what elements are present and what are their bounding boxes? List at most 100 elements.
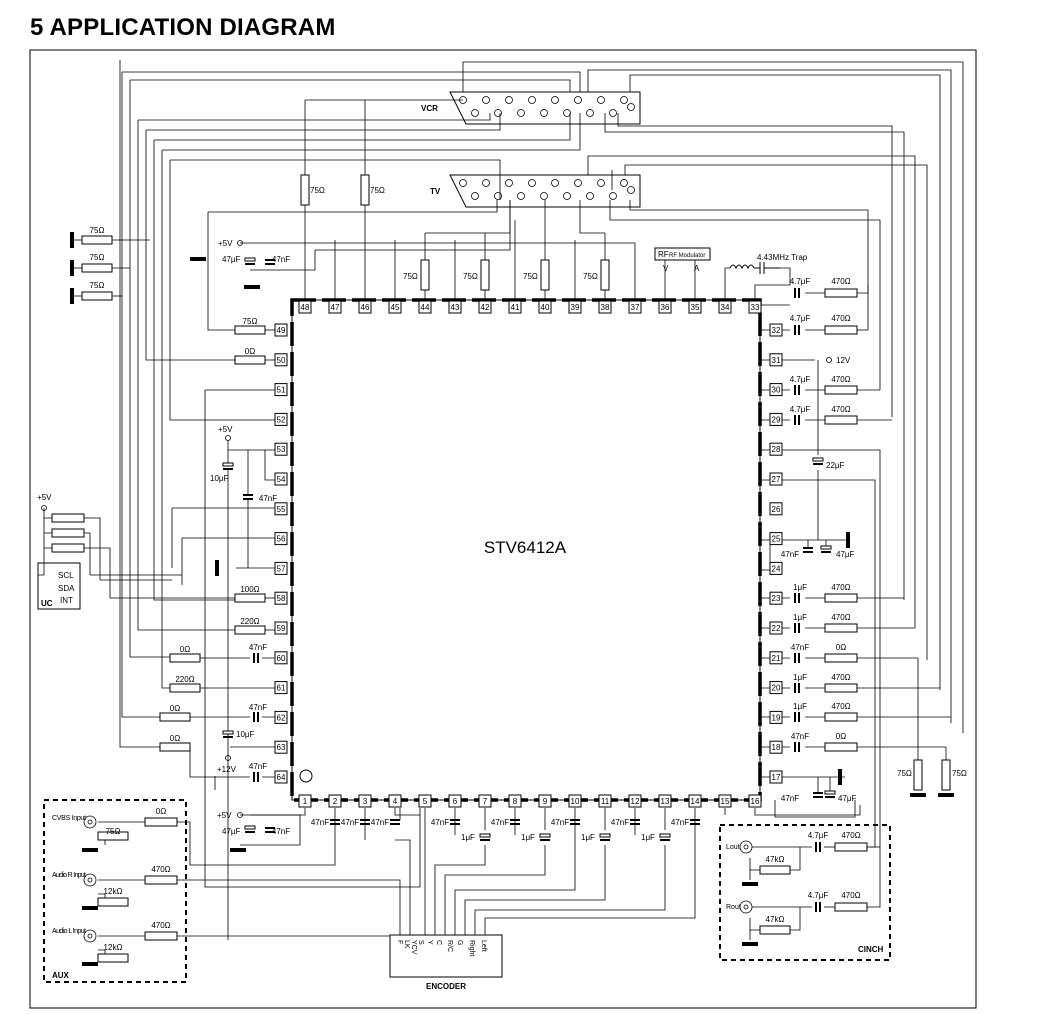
component-value: 100Ω [240,585,259,594]
component-value: 47nF [371,818,389,827]
cinch-name: CINCH [858,945,884,954]
component-value: 470Ω [831,314,850,323]
pin-number: 4 [393,797,398,806]
pin-64: 64 [274,770,288,784]
pin-47: 47 [328,300,342,314]
capacitor: 4.7μF [808,831,829,852]
pin-8: 8 [508,794,522,808]
pin-24: 24 [769,561,783,575]
pin-number: 31 [772,356,781,365]
supply-5v-bottom: +5V [217,811,232,820]
resistor: 0Ω [824,732,858,752]
capacitor: 47nF [791,643,809,663]
pin-number: 1 [303,797,308,806]
cinch-block: CINCH Lout Rout [719,824,891,961]
pin-17: 17 [769,770,783,784]
capacitor: 4.7μF [790,375,810,395]
component-value: 75Ω [90,226,105,235]
resistor: 470Ω [824,673,858,693]
capacitor: 47nF [371,818,400,827]
ground-icon [70,232,74,248]
component-value: 47nF [341,818,359,827]
component-value: 47nF [272,255,290,264]
pin-number: 54 [277,475,286,484]
capacitor: 47nF [311,818,340,827]
pin-16: 16 [748,794,762,808]
electrolytic-capacitor: 10μF [210,462,234,483]
pin-59: 59 [274,621,288,635]
electrolytic-capacitor: 47μF [222,825,256,836]
resistor: 47kΩ [759,855,791,875]
pin-number: 36 [661,303,670,312]
electrolytic-capacitor: 1μF [581,833,611,842]
ground-icon [82,848,98,852]
component-value: 47kΩ [766,855,785,864]
pin-6: 6 [448,794,462,808]
component-value: 12kΩ [104,943,123,952]
rf-modulator: RF RF Modulator V A [654,247,711,273]
pin-26: 26 [769,502,783,516]
ground-icon [244,285,260,289]
component-value: 12kΩ [104,887,123,896]
pin-number: 5 [423,797,428,806]
encoder-pin-label: Left [480,940,487,952]
pin-46: 46 [358,300,372,314]
encoder-name: ENCODER [426,982,466,991]
resistor: 75Ω [897,759,923,791]
pin-36: 36 [658,300,672,314]
pin-number: 33 [751,303,760,312]
resistor: 0Ω [824,643,858,663]
pin-32: 32 [769,323,783,337]
resistor: 0Ω [159,734,191,752]
pin-number: 10 [571,797,580,806]
capacitor: 47nF [341,818,370,827]
component-value: 1μF [793,702,807,711]
pin-number: 14 [691,797,700,806]
resistor: 75Ω [300,174,325,206]
pin-number: 49 [277,326,286,335]
pin-number: 56 [277,535,286,544]
component-value: 0Ω [836,732,846,741]
resistor: 100Ω [234,585,266,603]
component-value: 0Ω [156,807,166,816]
component-value: 4.7μF [808,831,829,840]
pin-30: 30 [769,383,783,397]
pin-number: 63 [277,743,286,752]
diagram-frame [29,49,977,1009]
component-value: 75Ω [897,769,912,778]
rf-modulator-title: RF Modulator [669,253,705,259]
pin-4: 4 [388,794,402,808]
pin-3: 3 [358,794,372,808]
component-value: 220Ω [240,617,259,626]
pin-33: 33 [748,300,762,314]
pin-58: 58 [274,591,288,605]
component-value: 470Ω [831,277,850,286]
supply-12v-right: 12V [836,356,851,365]
ground-symbols [70,232,954,966]
component-value: 47nF [781,550,799,559]
component-value: 47nF [791,643,809,652]
wiring [38,60,964,958]
pin-27: 27 [769,472,783,486]
component-value: 1μF [521,833,535,842]
resistor: 75Ω [523,259,550,291]
capacitor: 47nF [671,818,700,827]
pin-18: 18 [769,740,783,754]
capacitor: 47nF [243,494,277,503]
component-value: 470Ω [831,673,850,682]
pin-number: 64 [277,773,286,782]
component-value: 47nF [431,818,449,827]
pin-number: 3 [363,797,368,806]
capacitor: 47nF [781,792,823,803]
electrolytic-capacitor: 22μF [812,457,845,470]
pin-number: 27 [772,475,781,484]
component-value: 47nF [791,732,809,741]
component-value: 1μF [581,833,595,842]
resistor: 470Ω [144,921,178,941]
capacitor: 47nF [551,818,580,827]
pin-15: 15 [718,794,732,808]
resistor: 75Ω [81,253,113,273]
capacitor: 1μF [793,702,807,722]
component-value: 470Ω [151,921,170,930]
pin-number: 21 [772,654,781,663]
